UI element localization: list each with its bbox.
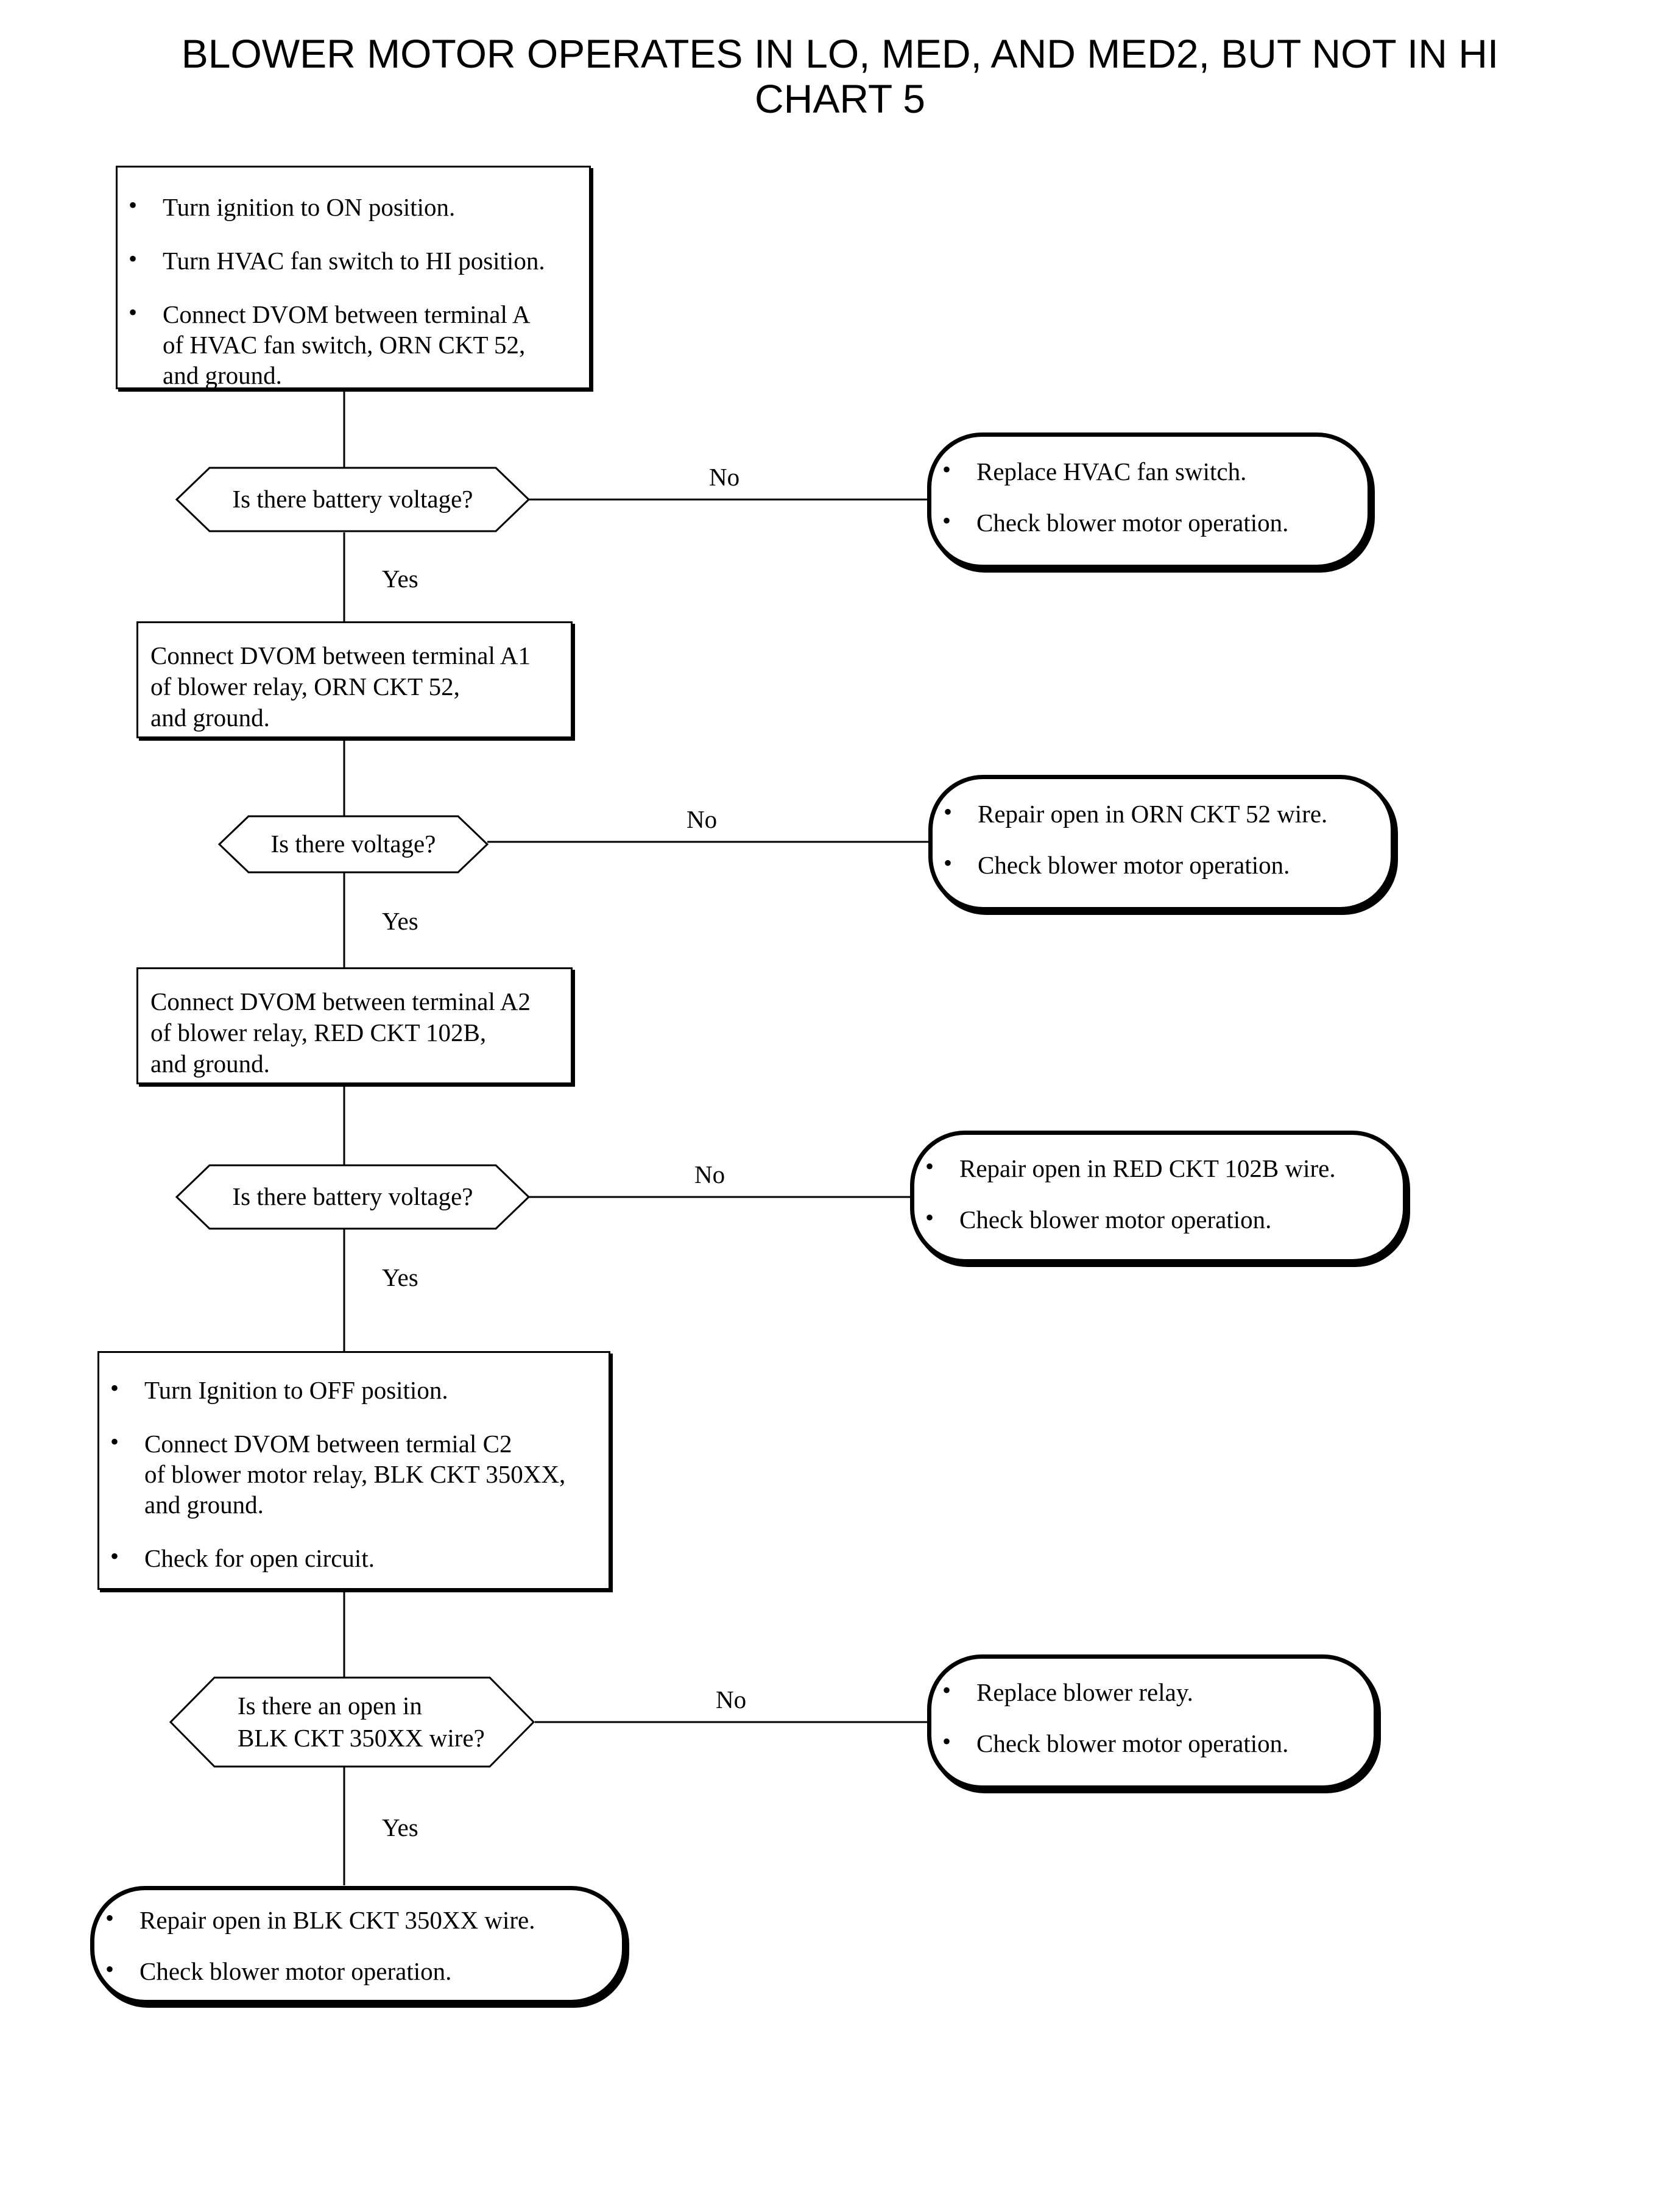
step-2-text-line-1: Connect DVOM between terminal A1 bbox=[150, 641, 531, 669]
decision-hexagon-shape bbox=[175, 467, 531, 532]
result-2-bullet-list: Repair open in ORN CKT 52 wire. Check bl… bbox=[933, 779, 1391, 880]
decision-hexagon-shape bbox=[169, 1676, 535, 1768]
final-bullet-list: Repair open in BLK CKT 350XX wire. Check… bbox=[94, 1890, 622, 1986]
list-item: Turn HVAC fan switch to HI position. bbox=[118, 244, 589, 276]
decision-hexagon-shape bbox=[175, 1164, 531, 1230]
step-3-process-box: Connect DVOM between terminal A2 of blow… bbox=[136, 967, 573, 1084]
decision-1-label: Is there battery voltage? bbox=[232, 485, 473, 514]
list-item: Check blower motor operation. bbox=[94, 1955, 622, 1986]
step-2-text: Connect DVOM between terminal A1 of blow… bbox=[138, 623, 571, 733]
result-3-bullet-list: Repair open in RED CKT 102B wire. Check … bbox=[914, 1135, 1403, 1235]
result-2-terminal-box: Repair open in ORN CKT 52 wire. Check bl… bbox=[928, 775, 1395, 911]
step-4-bullet-list: Turn Ignition to OFF position. Connect D… bbox=[99, 1353, 609, 1573]
edge-label-no-4: No bbox=[716, 1686, 747, 1714]
bullet-text: Check blower motor operation. bbox=[976, 1729, 1289, 1758]
decision-3-label: Is there battery voltage? bbox=[232, 1182, 473, 1211]
bullet-text: Check blower motor operation. bbox=[959, 1206, 1272, 1234]
edge-label-yes-3: Yes bbox=[382, 1263, 418, 1291]
list-item: Check blower motor operation. bbox=[933, 849, 1391, 880]
list-item: Connect DVOM between termial C2 of blowe… bbox=[99, 1427, 609, 1520]
decision-1-label-wrap: Is there battery voltage? bbox=[175, 467, 530, 532]
result-1-bullet-list: Replace HVAC fan switch. Check blower mo… bbox=[931, 437, 1368, 538]
bullet-text: Connect DVOM between termial C2 bbox=[144, 1430, 512, 1458]
bullet-text: Check blower motor operation. bbox=[139, 1957, 452, 1986]
result-4-terminal-box: Replace blower relay. Check blower motor… bbox=[927, 1654, 1378, 1790]
list-item: Repair open in BLK CKT 350XX wire. bbox=[94, 1904, 622, 1935]
bullet-text: Check blower motor operation. bbox=[976, 509, 1289, 537]
bullet-text: Turn Ignition to OFF position. bbox=[144, 1376, 448, 1404]
bullet-text-line-3: and ground. bbox=[144, 1491, 264, 1519]
list-item: Replace HVAC fan switch. bbox=[931, 455, 1368, 487]
step-3-text: Connect DVOM between terminal A2 of blow… bbox=[138, 969, 571, 1079]
list-item: Repair open in ORN CKT 52 wire. bbox=[933, 797, 1391, 829]
list-item: Check blower motor operation. bbox=[931, 506, 1368, 538]
decision-3-label-wrap: Is there battery voltage? bbox=[175, 1164, 530, 1230]
bullet-text: Check for open circuit. bbox=[144, 1544, 375, 1573]
bullet-text: Replace blower relay. bbox=[976, 1678, 1193, 1706]
step-3-text-line-2: of blower relay, RED CKT 102B, bbox=[150, 1018, 487, 1047]
list-item: Check blower motor operation. bbox=[914, 1203, 1403, 1235]
page-title-line-2: CHART 5 bbox=[755, 76, 925, 121]
decision-4-label-line-2: BLK CKT 350XX wire? bbox=[238, 1724, 485, 1752]
decision-hexagon-shape bbox=[217, 815, 489, 874]
list-item: Turn ignition to ON position. bbox=[118, 191, 589, 222]
page-title-line-1: BLOWER MOTOR OPERATES IN LO, MED, AND ME… bbox=[181, 31, 1499, 76]
bullet-text: Check blower motor operation. bbox=[978, 851, 1290, 880]
step-4-process-box: Turn Ignition to OFF position. Connect D… bbox=[97, 1351, 610, 1590]
step-3-text-line-1: Connect DVOM between terminal A2 bbox=[150, 987, 531, 1015]
list-item: Replace blower relay. bbox=[931, 1676, 1374, 1707]
bullet-text: Repair open in BLK CKT 350XX wire. bbox=[139, 1906, 535, 1934]
step-2-process-box: Connect DVOM between terminal A1 of blow… bbox=[136, 621, 573, 738]
decision-3-is-there-battery-voltage: Is there battery voltage? bbox=[175, 1164, 531, 1230]
decision-2-label: Is there voltage? bbox=[270, 830, 436, 858]
list-item: Repair open in RED CKT 102B wire. bbox=[914, 1152, 1403, 1184]
list-item: Check blower motor operation. bbox=[931, 1727, 1374, 1759]
bullet-text: Turn ignition to ON position. bbox=[163, 193, 456, 221]
bullet-text: Repair open in RED CKT 102B wire. bbox=[959, 1154, 1336, 1182]
edge-label-no-1: No bbox=[709, 463, 740, 491]
final-terminal-box: Repair open in BLK CKT 350XX wire. Check… bbox=[90, 1886, 626, 2004]
decision-1-is-there-battery-voltage: Is there battery voltage? bbox=[175, 467, 531, 532]
step-3-text-line-3: and ground. bbox=[150, 1049, 270, 1078]
page-title: BLOWER MOTOR OPERATES IN LO, MED, AND ME… bbox=[0, 31, 1680, 122]
bullet-text-line-2: of blower motor relay, BLK CKT 350XX, bbox=[144, 1460, 566, 1489]
edge-label-no-3: No bbox=[694, 1160, 725, 1188]
result-3-terminal-box: Repair open in RED CKT 102B wire. Check … bbox=[910, 1131, 1407, 1263]
bullet-text: Connect DVOM between terminal A bbox=[163, 300, 531, 329]
decision-2-label-wrap: Is there voltage? bbox=[218, 815, 489, 874]
decision-4-label-line-1: Is there an open in bbox=[238, 1691, 422, 1720]
bullet-text: Replace HVAC fan switch. bbox=[976, 457, 1247, 485]
result-1-terminal-box: Replace HVAC fan switch. Check blower mo… bbox=[927, 432, 1372, 569]
edge-label-no-2: No bbox=[686, 805, 718, 833]
list-item: Connect DVOM between terminal A of HVAC … bbox=[118, 298, 589, 390]
bullet-text: Repair open in ORN CKT 52 wire. bbox=[978, 800, 1328, 828]
edge-label-yes-1: Yes bbox=[382, 565, 418, 593]
bullet-text: Turn HVAC fan switch to HI position. bbox=[163, 247, 545, 275]
step-1-process-box: Turn ignition to ON position. Turn HVAC … bbox=[116, 166, 591, 389]
edge-label-yes-4: Yes bbox=[382, 1813, 418, 1841]
list-item: Check for open circuit. bbox=[99, 1542, 609, 1573]
decision-4-is-there-an-open-in-blk-ckt: Is there an open in BLK CKT 350XX wire? bbox=[169, 1676, 535, 1768]
step-2-text-line-3: and ground. bbox=[150, 703, 270, 732]
edge-label-yes-2: Yes bbox=[382, 907, 418, 935]
result-4-bullet-list: Replace blower relay. Check blower motor… bbox=[931, 1659, 1374, 1759]
bullet-text-line-2: of HVAC fan switch, ORN CKT 52, bbox=[163, 331, 526, 359]
list-item: Turn Ignition to OFF position. bbox=[99, 1374, 609, 1405]
step-1-bullet-list: Turn ignition to ON position. Turn HVAC … bbox=[118, 168, 589, 390]
decision-2-is-there-voltage: Is there voltage? bbox=[217, 815, 489, 874]
decision-4-label-wrap: Is there an open in BLK CKT 350XX wire? bbox=[169, 1676, 535, 1768]
bullet-text-line-3: and ground. bbox=[163, 361, 282, 390]
step-2-text-line-2: of blower relay, ORN CKT 52, bbox=[150, 672, 460, 701]
